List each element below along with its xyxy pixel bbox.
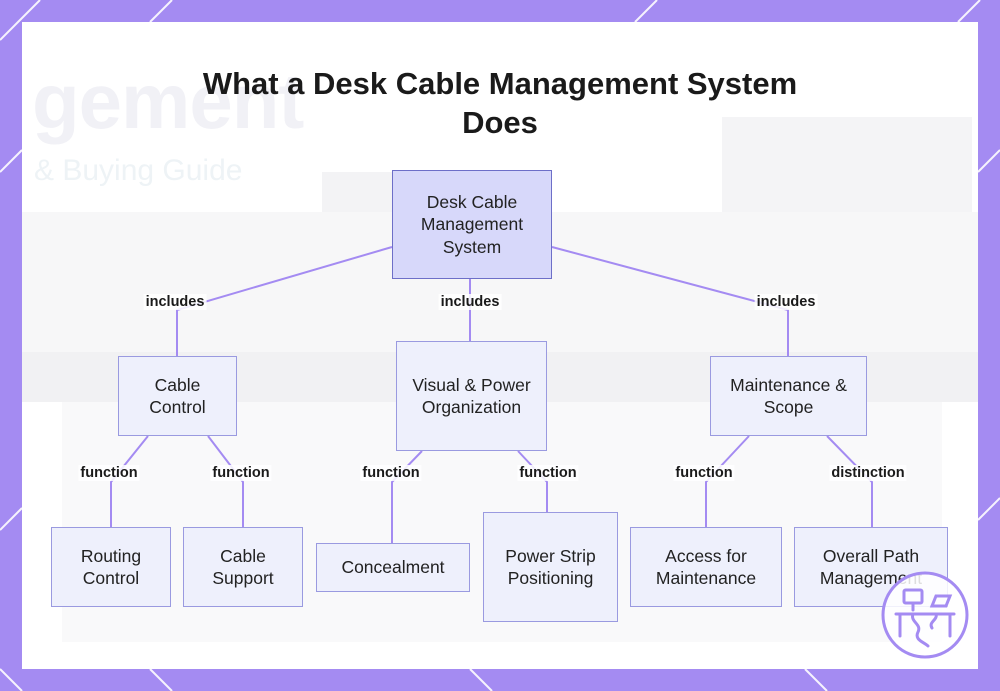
edge-layer xyxy=(110,246,873,543)
node-root[interactable]: Desk Cable Management System xyxy=(392,170,552,279)
node-power-strip-positioning[interactable]: Power Strip Positioning xyxy=(483,512,618,622)
node-access-for-maintenance[interactable]: Access for Maintenance xyxy=(630,527,782,607)
node-concealment[interactable]: Concealment xyxy=(316,543,470,592)
edge-label-function-access: function xyxy=(673,465,735,481)
edge-label-includes-right: includes xyxy=(754,294,818,310)
edge-visual-power-strip xyxy=(517,450,548,512)
node-cable-control[interactable]: Cable Control xyxy=(118,356,237,436)
edge-maintenance-access xyxy=(705,435,750,527)
edge-label-function-support: function xyxy=(210,465,272,481)
edge-label-distinction: distinction xyxy=(829,465,907,481)
edge-maintenance-overall xyxy=(826,435,873,527)
node-cable-support[interactable]: Cable Support xyxy=(183,527,303,607)
diagram-title: What a Desk Cable Management System Does xyxy=(202,66,798,140)
edge-label-includes-left: includes xyxy=(143,294,207,310)
edge-root-maintenance xyxy=(551,246,789,356)
edge-cable-control-support xyxy=(207,435,244,527)
edge-root-cable-control xyxy=(176,246,393,356)
edge-visual-concealment xyxy=(391,450,423,543)
desk-cable-logo-icon xyxy=(881,571,969,659)
diagram-canvas: gement & Buying Guide What a Desk Cable … xyxy=(22,22,978,669)
node-routing-control[interactable]: Routing Control xyxy=(51,527,171,607)
edge-label-function-power-strip: function xyxy=(517,465,579,481)
node-maintenance-scope[interactable]: Maintenance & Scope xyxy=(710,356,867,436)
node-visual-power-organization[interactable]: Visual & Power Organization xyxy=(396,341,547,451)
edge-label-includes-center: includes xyxy=(438,294,502,310)
edge-label-function-routing: function xyxy=(78,465,140,481)
edge-label-function-concealment: function xyxy=(360,465,422,481)
edge-cable-control-routing xyxy=(110,435,149,527)
